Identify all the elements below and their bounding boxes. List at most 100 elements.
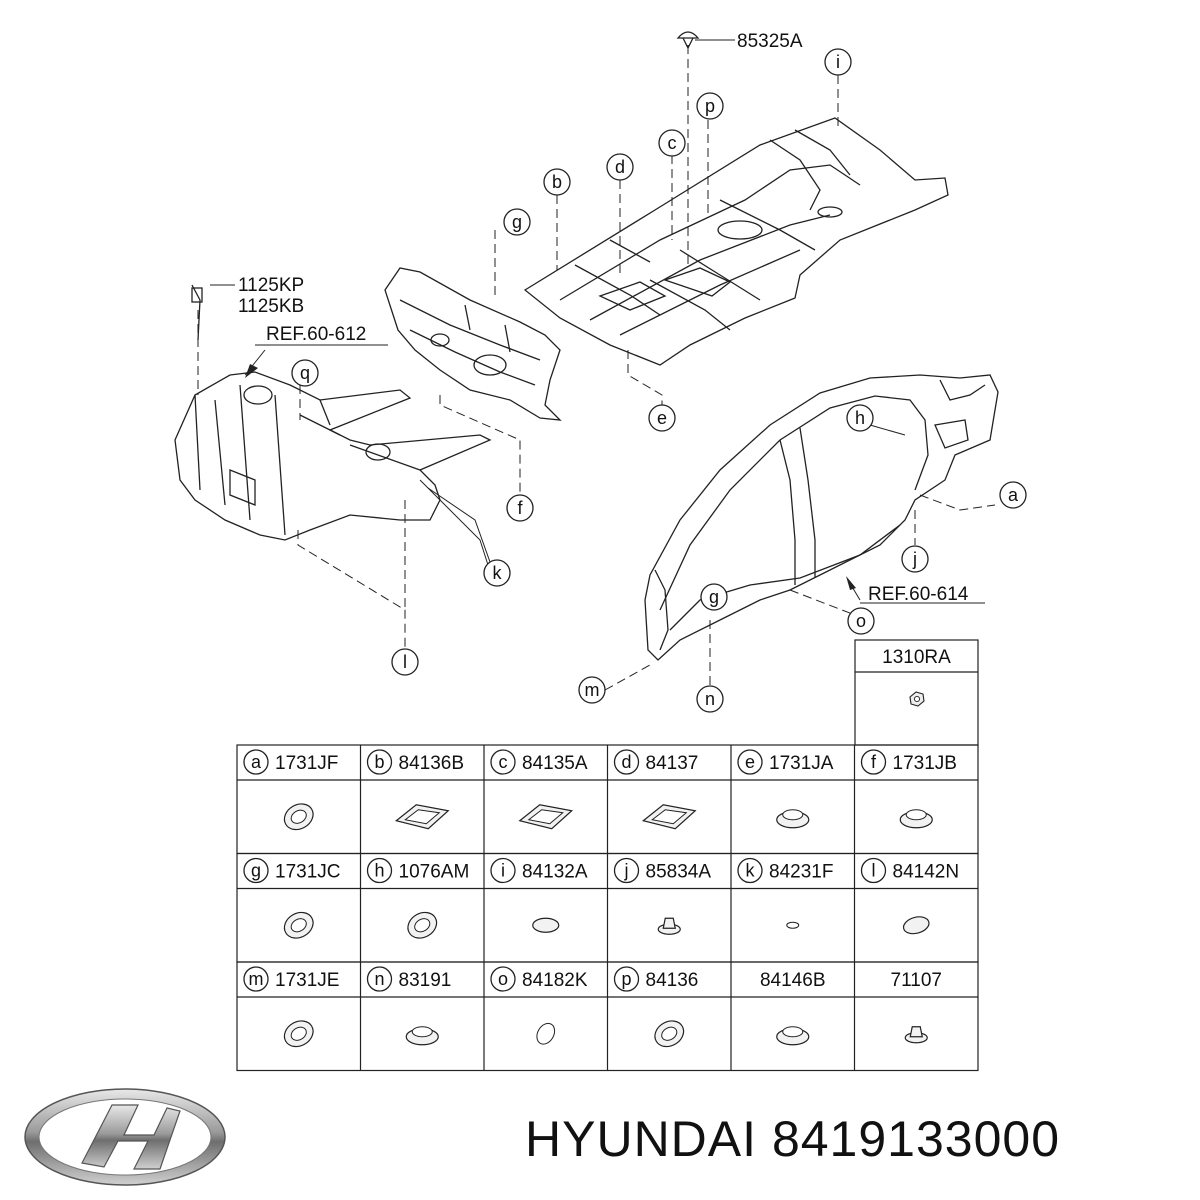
svg-text:n: n (705, 689, 715, 709)
cell-code: 71107 (891, 970, 942, 991)
cell-letter-circle (366, 749, 393, 775)
cell-letter-circle (737, 857, 763, 884)
cell-letter-circle (860, 749, 887, 775)
cell-letter-circle (243, 857, 269, 884)
leader-lines (197, 39, 996, 691)
part-clip-icon (904, 1026, 928, 1044)
svg-text:f: f (517, 498, 523, 518)
callout-letter-g-top: g (503, 208, 531, 236)
cell-letter: o (498, 969, 508, 989)
svg-text:g: g (709, 587, 719, 607)
cell-letter-circle (366, 966, 393, 992)
part-rect-icon (518, 804, 574, 830)
svg-text:m: m (585, 680, 600, 700)
cell-letter: m (249, 969, 264, 989)
cell-code: 83191 (399, 970, 452, 991)
svg-text:b: b (552, 172, 562, 192)
svg-text:a: a (1008, 485, 1019, 505)
label-ref-60-614: REF.60-614 (868, 584, 969, 605)
part-cell-a-0-0: a 1731JF (243, 749, 338, 831)
cell-letter: b (374, 752, 384, 772)
part-cell-j-3-1: j 85834A (613, 857, 712, 935)
svg-text:g: g (512, 212, 522, 232)
svg-text:h: h (855, 408, 865, 428)
svg-text:c: c (668, 133, 677, 153)
part-cap-icon (776, 1026, 810, 1046)
part-cap-icon (899, 809, 933, 829)
callout-letter-l: l (391, 648, 419, 676)
cell-letter: n (374, 969, 384, 989)
side-body-drawing (644, 374, 999, 661)
floor-pan-drawing (523, 117, 949, 366)
cell-letter: g (251, 861, 261, 881)
cell-letter-circle (613, 966, 640, 992)
cell-letter: d (621, 752, 631, 772)
cell-letter: a (251, 752, 262, 772)
cell-code: 84132A (522, 862, 588, 883)
part-dot-icon (786, 921, 800, 929)
part-number: 8419133000 (771, 1111, 1061, 1167)
callout-letter-k: k (483, 559, 511, 587)
cell-letter: i (501, 861, 505, 881)
part-oval-icon (902, 916, 930, 935)
cell-code: 84142N (893, 862, 960, 883)
part-cell-g-0-1: g 1731JC (243, 857, 341, 939)
front-structure-drawing (174, 284, 492, 541)
part-cell-x-5-2: 71107 (891, 970, 942, 1044)
cell-code: 85834A (646, 862, 712, 883)
cell-code: 1731JB (893, 753, 957, 774)
cell-letter-circle (490, 749, 516, 775)
callout-letter-f: f (506, 494, 534, 522)
part-cell-e-4-0: e 1731JA (737, 749, 834, 829)
cell-code: 84135A (522, 753, 588, 774)
cell-letter: k (746, 861, 756, 881)
cell-letter-circle (243, 966, 269, 992)
svg-text:q: q (300, 363, 310, 383)
label-1125kp: 1125KP (238, 275, 304, 296)
cell-code: 84137 (646, 753, 699, 774)
svg-text:p: p (705, 96, 715, 116)
cell-letter-circle (243, 749, 269, 775)
brand-name: HYUNDAI (525, 1111, 758, 1167)
callout-letter-c: c (658, 129, 686, 157)
cell-letter: h (374, 861, 384, 881)
part-cell-b-1-0: b 84136B (366, 749, 465, 830)
hyundai-logo (24, 1088, 226, 1186)
callout-letter-e: e (648, 404, 676, 432)
footer-title: HYUNDAI 8419133000 (525, 1110, 1060, 1168)
callout-letter-d: d (606, 153, 634, 181)
part-cell-h-1-1: h 1076AM (366, 857, 470, 939)
svg-text:j: j (912, 549, 917, 569)
cell-letter: e (745, 752, 755, 772)
cell-letter-circle (490, 966, 516, 992)
dash-panel-drawing (384, 267, 562, 421)
cell-code: 1076AM (399, 862, 470, 883)
nut-1310ra-icon (909, 691, 925, 707)
cell-letter-circle (366, 857, 393, 884)
cell-letter: j (624, 861, 629, 881)
callout-letter-m: m (578, 676, 606, 704)
cell-code: 1731JA (769, 753, 834, 774)
part-ring-icon (283, 803, 314, 831)
callout-letter-i: i (824, 48, 852, 76)
cell-code: 1731JC (275, 862, 341, 883)
callout-letter-a: a (999, 481, 1027, 509)
cell-letter: p (621, 969, 631, 989)
part-disc-icon (532, 917, 560, 933)
part-rect-icon (394, 804, 450, 830)
cell-code: 84136B (399, 753, 465, 774)
svg-text:o: o (856, 611, 866, 631)
part-cell-i-2-1: i 84132A (490, 857, 588, 933)
part-ring-icon (283, 1020, 314, 1048)
part-cell-x-4-2: 84146B (760, 970, 826, 1046)
callout-letter-b: b (543, 168, 571, 196)
cell-code: 1731JF (275, 753, 338, 774)
svg-text:i: i (836, 52, 840, 72)
cell-letter-circle (613, 749, 640, 775)
